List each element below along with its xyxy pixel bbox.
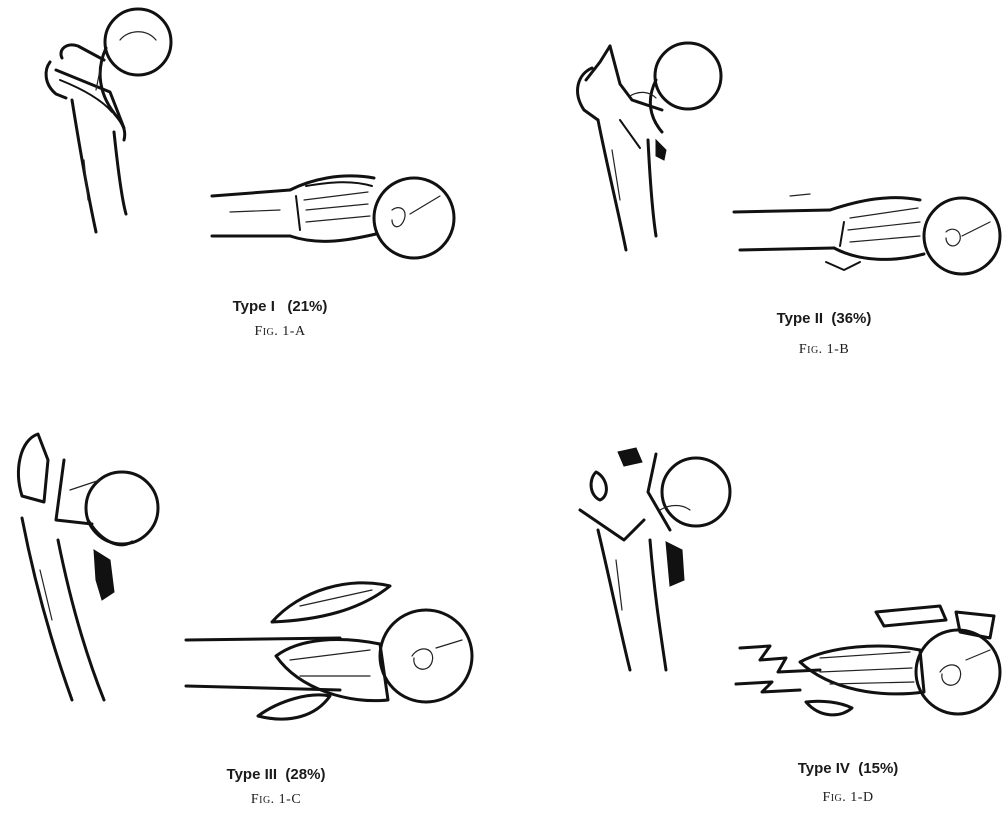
type-4-lateral-view — [736, 606, 1000, 715]
type-2-lateral-view — [734, 194, 1000, 274]
type-3-fracture-illustration — [0, 400, 500, 740]
type-1-lateral-view — [212, 176, 454, 258]
type-2-caption: Type II (36%) — [744, 310, 904, 327]
type-3-ap-view — [19, 434, 158, 700]
type-3-figure-label: Fig. 1-C — [226, 792, 326, 808]
type-2-ap-view — [578, 43, 721, 250]
type-1-ap-view — [46, 9, 171, 232]
type-1-figure-label: Fig. 1-A — [230, 324, 330, 340]
panel-type-3: Type III (28%) Fig. 1-C — [0, 400, 500, 818]
type-4-caption: Type IV (15%) — [768, 760, 928, 777]
type-2-fracture-illustration — [500, 0, 1004, 290]
type-1-caption: Type I (21%) — [200, 298, 360, 315]
panel-type-2: Type II (36%) Fig. 1-B — [500, 0, 1004, 400]
type-4-ap-view — [580, 448, 730, 670]
panel-type-1: Type I (21%) Fig. 1-A — [0, 0, 500, 400]
type-4-fracture-illustration — [500, 400, 1004, 730]
type-2-figure-label: Fig. 1-B — [774, 342, 874, 358]
panel-type-4: Type IV (15%) Fig. 1-D — [500, 400, 1004, 818]
type-4-figure-label: Fig. 1-D — [798, 790, 898, 806]
type-3-lateral-view — [186, 583, 472, 719]
type-1-fracture-illustration — [0, 0, 500, 260]
type-3-caption: Type III (28%) — [186, 766, 366, 783]
